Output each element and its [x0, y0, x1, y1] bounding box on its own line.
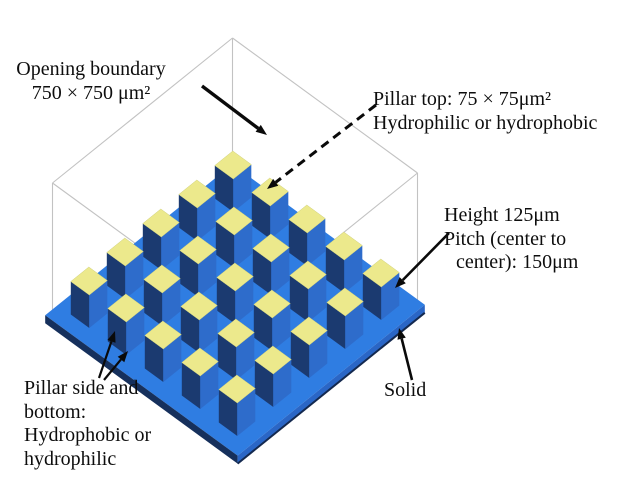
pillar-array — [70, 150, 400, 436]
pillar-0-1 — [178, 179, 216, 241]
pillar-4-2 — [290, 316, 328, 378]
solid-text: Solid — [384, 379, 427, 401]
pillar-3-4 — [181, 347, 219, 409]
pillar-side-line3: Hydrophobic or — [24, 424, 152, 446]
pillar-1-4 — [107, 293, 145, 355]
pillar-1-0 — [251, 177, 289, 239]
height-pitch-arrow-line — [401, 232, 450, 282]
pillar-4-3 — [254, 345, 292, 407]
pillar-0-3 — [106, 237, 144, 299]
pillar-4-1 — [326, 287, 364, 349]
height-pitch-arrow-head — [395, 277, 406, 288]
label-pillar-side-bottom: Pillar side and bottom: Hydrophobic or h… — [24, 377, 151, 471]
height-line: Height 125μm — [444, 204, 560, 226]
solid-arrow-line — [400, 338, 414, 381]
pillar-side-line4: hydrophilic — [24, 447, 117, 470]
pillar-2-3 — [180, 291, 218, 353]
opening-boundary-line1: Opening boundary — [16, 58, 166, 80]
label-solid: Solid — [384, 379, 426, 403]
label-opening-boundary: Opening boundary 750 × 750 μm² — [0, 58, 182, 105]
pillar-3-1 — [289, 260, 327, 322]
pillar-1-3 — [143, 264, 181, 326]
pillar-3-0 — [325, 231, 363, 293]
pillar-top-line2: Hydrophilic or hydrophobic — [373, 111, 598, 134]
pillar-side-arrow-2-head — [117, 351, 128, 363]
solid-arrow-head — [397, 328, 406, 340]
opening-boundary-arrow-line — [200, 84, 260, 130]
pillar-0-4 — [70, 266, 108, 328]
pillar-1-2 — [179, 235, 217, 297]
pillar-0-2 — [142, 208, 180, 270]
label-height-pitch: Height 125μm Pitch (center to center): 1… — [444, 204, 578, 275]
pillar-2-2 — [216, 262, 254, 324]
pillar-3-3 — [217, 318, 255, 380]
pillar-side-arrow-1-head — [107, 331, 116, 343]
plate-left-side — [45, 315, 238, 464]
annotation-arrows — [97, 84, 450, 381]
pillar-side-arrow-1-line — [97, 341, 113, 379]
pillar-side-arrow-2-line — [103, 358, 122, 381]
pillar-top-arrow-head — [267, 178, 279, 189]
pillar-2-4 — [144, 320, 182, 382]
label-pillar-top: Pillar top: 75 × 75μm² Hydrophilic or hy… — [373, 88, 597, 135]
pitch-line1: Pitch (center to — [444, 227, 567, 250]
pitch-line2: center): 150μm — [456, 251, 579, 273]
pillar-2-1 — [252, 233, 290, 295]
opening-boundary-arrow-head — [255, 124, 267, 135]
pillar-side-line2: bottom: — [24, 400, 87, 423]
plate-right-side — [237, 304, 425, 464]
pillar-3-2 — [253, 289, 291, 351]
opening-boundary-line2: 750 × 750 μm² — [31, 81, 151, 104]
pillar-top-line1: Pillar top: 75 × 75μm² — [373, 88, 551, 110]
pillar-4-4 — [218, 374, 256, 436]
pillar-top-arrow-line — [274, 103, 377, 184]
pillar-0-0 — [214, 150, 252, 212]
pillar-4-0 — [362, 258, 400, 320]
pillar-1-1 — [215, 206, 253, 268]
pillar-2-0 — [288, 204, 326, 266]
pillar-side-line1: Pillar side and — [24, 377, 139, 399]
